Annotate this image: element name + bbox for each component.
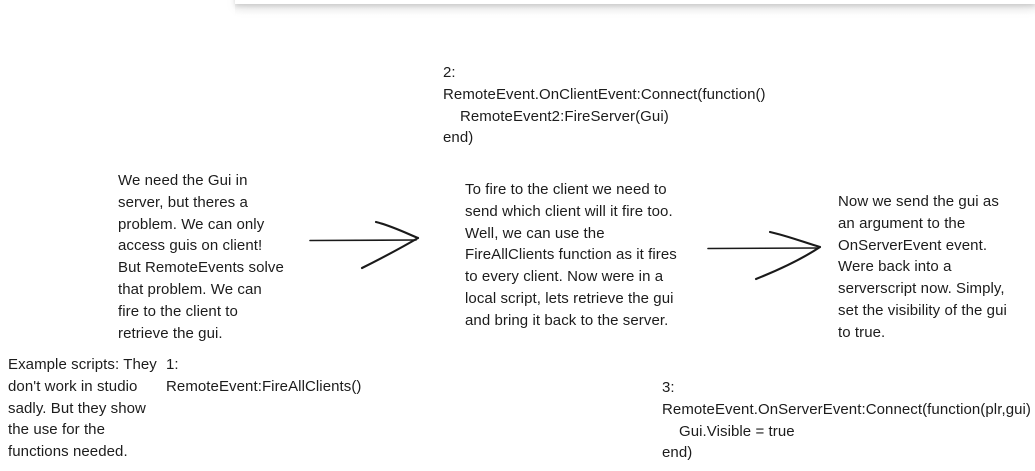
note-example-scripts: Example scripts: They don't work in stud… [8,356,162,461]
arrow-middle-to-right-icon [707,230,822,281]
paragraph-left-explanation: We need the Gui in server, but theres a … [118,172,289,342]
code-block-3: 3: RemoteEvent.OnServerEvent:Connect(fun… [662,379,1032,462]
code-block-1: 1: RemoteEvent:FireAllClients() [166,356,362,395]
code-block-2: 2: RemoteEvent.OnClientEvent:Connect(fun… [443,64,766,147]
paragraph-right-explanation: Now we send the gui as an argument to th… [838,193,1012,341]
document-page-shadow-fade [235,3,1035,15]
document-page-top-edge [235,0,1035,4]
paragraph-middle-explanation: To fire to the client we need to send wh… [465,181,682,329]
arrow-left-to-middle-icon [309,220,420,270]
